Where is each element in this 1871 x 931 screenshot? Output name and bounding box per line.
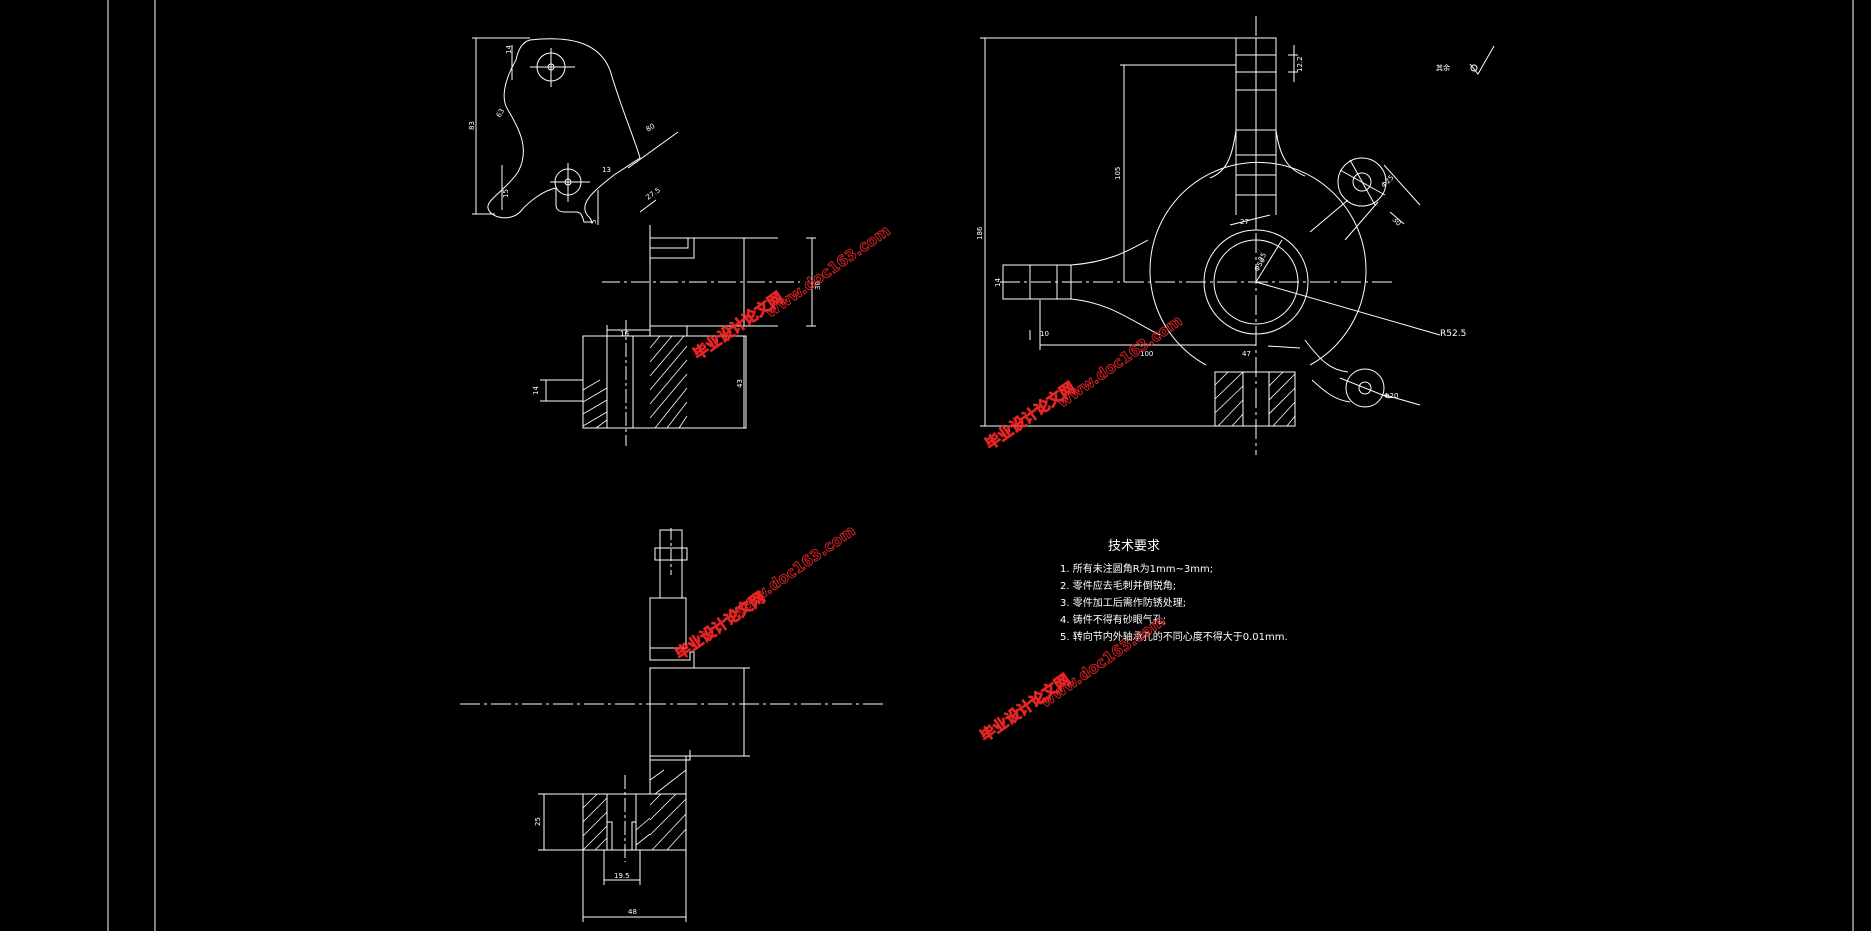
dim-16: 16 xyxy=(620,330,629,338)
dim-63: 63 xyxy=(495,107,506,119)
watermark-brand-4: 毕业设计论文网 xyxy=(977,670,1073,745)
dim-27-5: 27.5 xyxy=(645,186,662,201)
dim-83: 83 xyxy=(468,121,476,130)
watermark-layer: www.doc163.com 毕业设计论文网 www.doc163.com 毕业… xyxy=(672,221,1187,746)
dim-47: 47 xyxy=(1242,350,1251,358)
drawing-frame xyxy=(107,0,1854,931)
requirement-item-2: 2. 零件应去毛刺并倒锐角; xyxy=(1060,579,1176,592)
dim-25b: 25 xyxy=(534,817,542,826)
technical-requirements: 技术要求 1. 所有未注圆角R为1mm~3mm; 2. 零件应去毛刺并倒锐角; … xyxy=(1060,539,1288,643)
dim-15: 15 xyxy=(502,189,510,198)
section-hatching-top-right xyxy=(1214,371,1296,427)
dim-30: 30 xyxy=(1391,216,1403,228)
dimension-labels-top-right: 12.2 186 105 14 10 100 25 27 47 30 R52.5… xyxy=(976,56,1466,400)
dim-27: 27 xyxy=(1240,218,1249,226)
watermark-site-2: www.doc163.com xyxy=(1054,312,1186,412)
requirements-title: 技术要求 xyxy=(1108,539,1160,554)
dim-10: 10 xyxy=(1040,330,1049,338)
requirement-item-3: 3. 零件加工后需作防锈处理; xyxy=(1060,596,1186,609)
section-hatching-top-left xyxy=(582,335,688,429)
requirement-item-5: 5. 转向节内外轴承孔的不同心度不得大于0.01mm. xyxy=(1060,630,1288,643)
watermark-site-1: www.doc163.com xyxy=(762,222,894,322)
dimension-labels-bottom: 25 19.5 48 xyxy=(534,817,637,916)
dim-80: 80 xyxy=(645,122,657,134)
dim-12-2: 12.2 xyxy=(1296,56,1304,72)
dim-phi20: Φ20 xyxy=(1384,392,1398,400)
watermark-brand-2: 毕业设计论文网 xyxy=(982,378,1078,453)
requirement-item-4: 4. 铸件不得有砂眼气孔; xyxy=(1060,613,1166,626)
bottom-view xyxy=(460,528,884,922)
dim-14b: 14 xyxy=(532,386,540,395)
dim-186: 186 xyxy=(976,226,984,240)
roughness-label: 其余 xyxy=(1436,63,1450,72)
dim-105: 105 xyxy=(1114,167,1122,180)
top-left-view xyxy=(472,37,816,446)
dim-19-5: 19.5 xyxy=(614,872,630,880)
dim-13: 13 xyxy=(602,166,611,174)
section-hatching-bottom xyxy=(582,769,687,851)
requirement-item-1: 1. 所有未注圆角R为1mm~3mm; xyxy=(1060,562,1213,575)
dim-30: 30 xyxy=(814,281,822,290)
dim-r52-5: R52.5 xyxy=(1440,329,1466,339)
dimension-labels-top-left: 14 83 63 15 13 5 27.5 80 16 14 43 30 xyxy=(468,45,822,395)
top-right-view xyxy=(980,16,1495,455)
dim-25: 25 xyxy=(1257,251,1268,263)
dim-14a: 14 xyxy=(505,45,513,54)
dim-100: 100 xyxy=(1140,350,1153,358)
dim-14: 14 xyxy=(994,278,1002,287)
dim-5: 5 xyxy=(590,220,598,224)
dim-48: 48 xyxy=(628,908,637,916)
dim-43: 43 xyxy=(736,379,744,388)
